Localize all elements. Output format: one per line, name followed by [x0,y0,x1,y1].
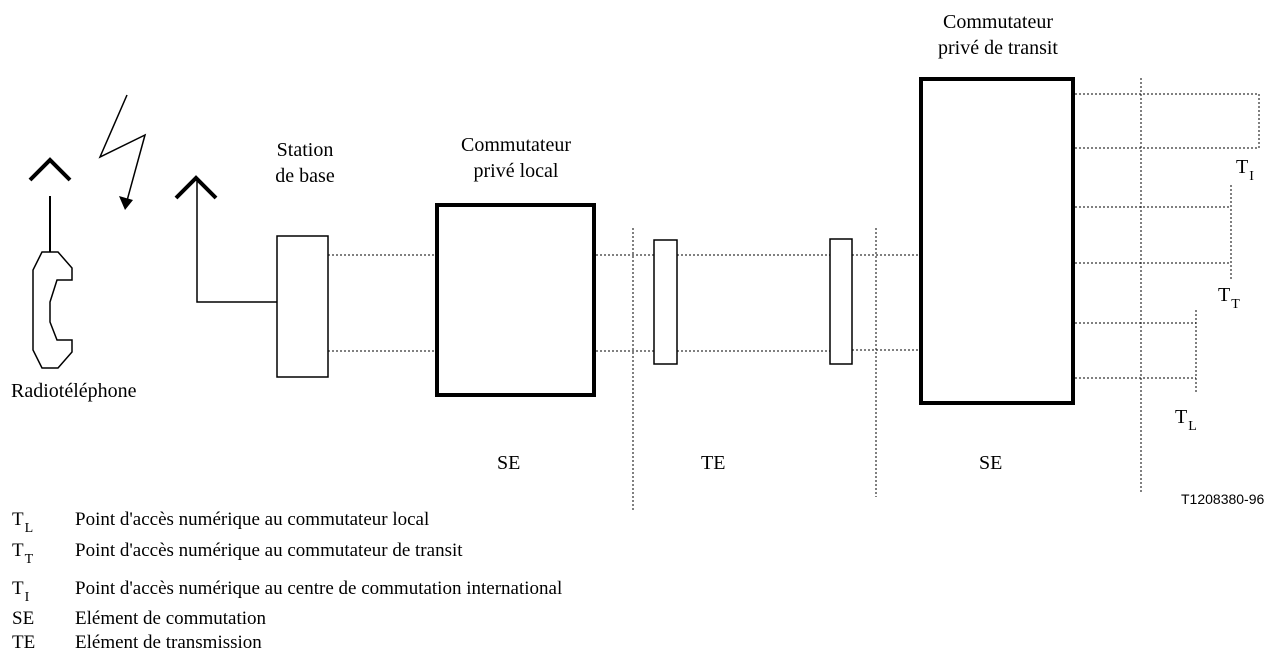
section-dividers [632,78,1142,512]
legend-desc: Elément de transmission [75,632,262,653]
base-to-local-links [328,254,436,352]
legend-desc: Point d'accès numérique au commutateur d… [75,540,463,561]
transit-pbx-box [919,77,1075,405]
handset-icon [32,251,73,369]
access-point-tl: TL [1175,404,1197,434]
legend-code: TI [12,578,30,605]
access-point-tt: TT [1218,282,1240,312]
transmission-box-right [829,238,853,365]
transmission-box-left [653,239,678,365]
section-se-left: SE [497,452,521,474]
local-pbx-box [435,203,596,397]
access-point-ti-sub: I [1249,169,1254,184]
transit-pbx-label: Commutateur privé de transit [898,9,1098,61]
local-to-te-links [596,254,920,352]
base-antenna-icon [174,175,218,200]
base-station-label-line2: de base [275,165,335,187]
access-point-ti: TI [1236,154,1254,184]
radio-link-arrowhead [119,196,133,210]
transit-pbx-label-line2: privé de transit [938,37,1058,59]
transit-pbx-label-line1: Commutateur [943,11,1053,33]
transit-output-links [1075,93,1260,392]
section-se-right: SE [979,452,1003,474]
base-station-label: Station de base [255,137,355,189]
access-point-tt-sub: T [1231,297,1240,312]
legend-code: SE [12,608,35,629]
legend-desc: Point d'accès numérique au commutateur l… [75,509,430,530]
legend-code: TL [12,509,34,536]
legend-code: TE [12,632,36,653]
local-pbx-label-line2: privé local [473,160,559,182]
access-point-ti-main: T [1236,156,1249,178]
base-station-box [276,235,329,378]
base-antenna-feed-line [196,180,277,303]
handset-antenna-icon [28,157,72,182]
access-point-tl-sub: L [1188,419,1197,434]
local-pbx-label: Commutateur privé local [436,132,596,184]
legend-desc: Elément de commutation [75,608,267,629]
mobile-label: Radiotéléphone [11,380,137,402]
legend-desc: Point d'accès numérique au centre de com… [75,578,563,599]
radio-link-icon [98,94,147,209]
local-pbx-label-line1: Commutateur [461,134,571,156]
access-point-tt-main: T [1218,284,1231,306]
section-te: TE [701,452,726,474]
access-point-tl-main: T [1175,406,1188,428]
base-station-label-line1: Station [276,139,334,161]
legend-code: TT [12,540,34,567]
figure-id: T1208380-96 [1181,491,1265,507]
